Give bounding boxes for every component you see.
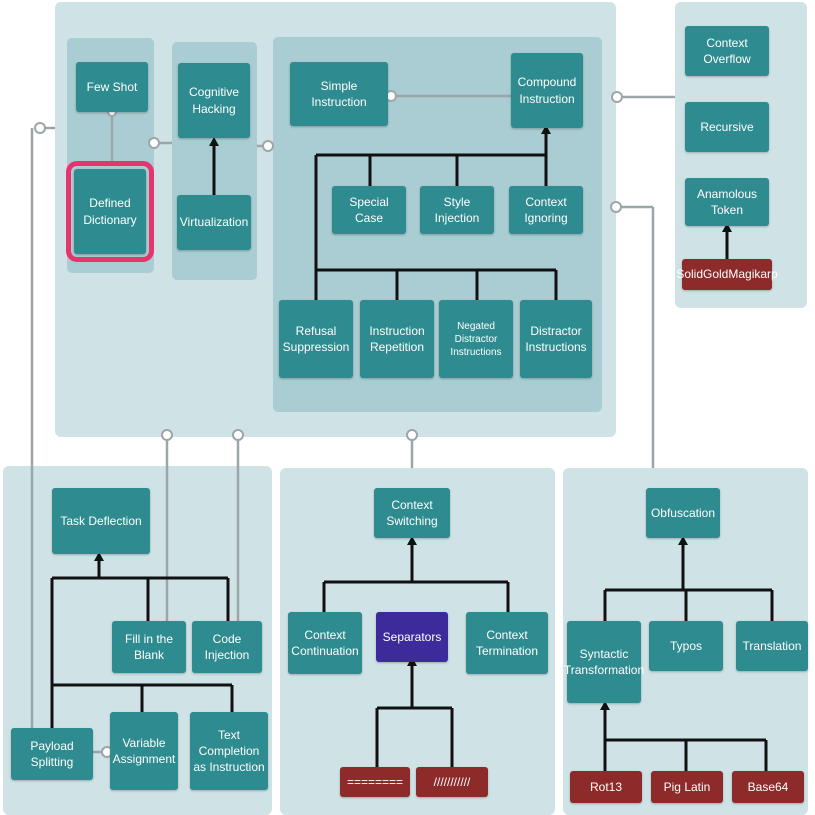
slash-separator-node[interactable]: /////////// — [416, 767, 488, 797]
syntactic-transformation-node[interactable]: Syntactic Transformation — [564, 621, 644, 703]
solidgoldmagikarp-node[interactable]: SolidGoldMagikarp — [676, 259, 778, 290]
refusal-suppression-node[interactable]: Refusal Suppression — [279, 300, 353, 378]
payload-splitting-node[interactable]: Payload Splitting — [11, 728, 93, 780]
defined-dictionary-node[interactable]: Defined Dictionary — [66, 161, 154, 262]
obfuscation-node[interactable]: Obfuscation — [646, 488, 720, 538]
fill-in-the-blank-node[interactable]: Fill in the Blank — [112, 621, 186, 673]
task-deflection-node[interactable]: Task Deflection — [52, 488, 150, 554]
instruction-repetition-node[interactable]: Instruction Repetition — [360, 300, 434, 378]
style-injection-node[interactable]: Style Injection — [420, 186, 494, 234]
variable-assignment-node[interactable]: Variable Assignment — [110, 712, 178, 790]
context-ignoring-node[interactable]: Context Ignoring — [509, 186, 583, 234]
cognitive-hacking-node[interactable]: Cognitive Hacking — [178, 63, 250, 138]
negated-distractor-node[interactable]: Negated Distractor Instructions — [439, 300, 513, 378]
rot13-node[interactable]: Rot13 — [570, 771, 642, 803]
pig-latin-node[interactable]: Pig Latin — [651, 771, 723, 803]
base64-node[interactable]: Base64 — [732, 771, 804, 803]
virtualization-node[interactable]: Virtualization — [177, 195, 251, 250]
special-case-node[interactable]: Special Case — [332, 186, 406, 234]
anamolous-token-node[interactable]: Anamolous Token — [685, 178, 769, 226]
recursive-node[interactable]: Recursive — [685, 102, 769, 152]
few-shot-node[interactable]: Few Shot — [76, 62, 148, 112]
context-termination-node[interactable]: Context Termination — [466, 612, 548, 674]
context-switching-node[interactable]: Context Switching — [374, 488, 450, 538]
code-injection-node[interactable]: Code Injection — [192, 621, 262, 673]
context-overflow-node[interactable]: Context Overflow — [685, 26, 769, 76]
simple-instruction-node[interactable]: Simple Instruction — [290, 62, 388, 126]
context-continuation-node[interactable]: Context Continuation — [288, 612, 362, 674]
separators-node[interactable]: Separators — [376, 612, 448, 662]
translation-node[interactable]: Translation — [736, 621, 808, 671]
distractor-instructions-node[interactable]: Distractor Instructions — [520, 300, 592, 378]
text-completion-node[interactable]: Text Completion as Instruction — [190, 712, 268, 790]
equals-separator-node[interactable]: ======== — [340, 767, 410, 797]
typos-node[interactable]: Typos — [649, 621, 723, 671]
compound-instruction-node[interactable]: Compound Instruction — [511, 53, 583, 128]
